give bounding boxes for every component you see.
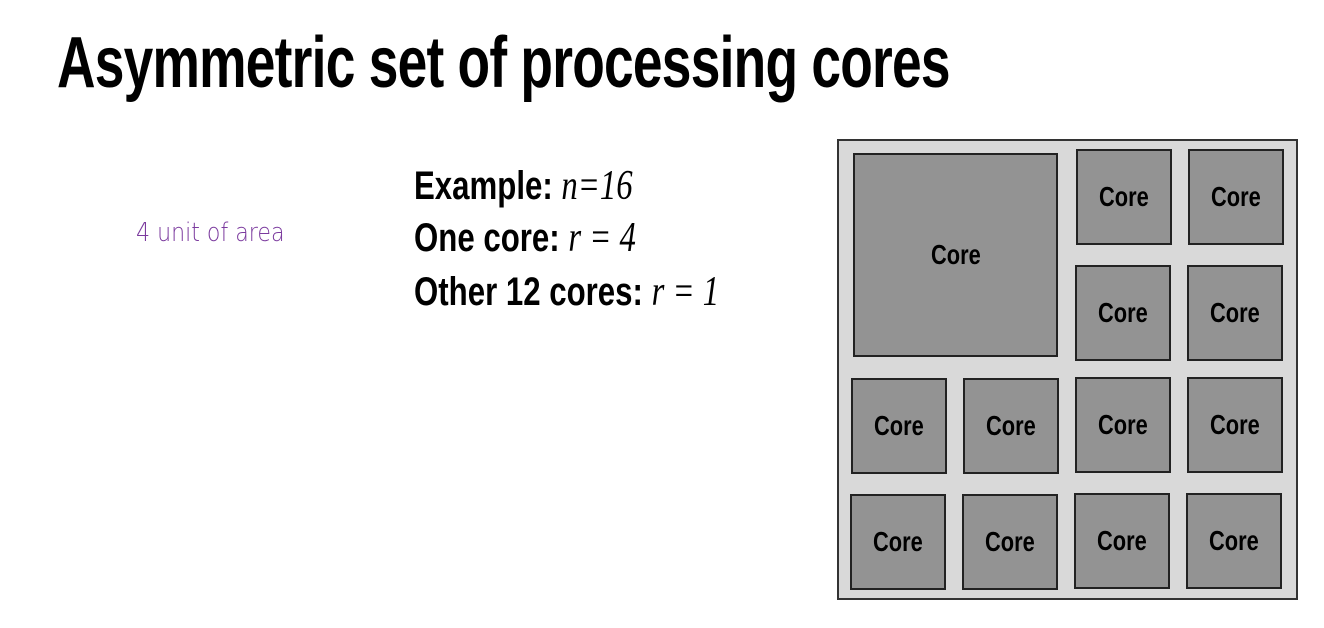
core-label: Core xyxy=(1209,525,1259,556)
core: Core xyxy=(963,378,1059,474)
core: Core xyxy=(1188,149,1284,245)
big-core: Core xyxy=(853,153,1058,357)
core: Core xyxy=(1075,265,1171,361)
core-label: Core xyxy=(1210,409,1260,440)
core: Core xyxy=(1187,377,1283,473)
core-label: Core xyxy=(873,526,923,557)
core-label: Core xyxy=(1211,181,1261,212)
one-core-math: r = 4 xyxy=(568,215,636,261)
core: Core xyxy=(1075,377,1171,473)
other-cores-line: Other 12 cores: r = 1 xyxy=(414,268,719,316)
core: Core xyxy=(1074,493,1170,589)
one-core-line: One core: r = 4 xyxy=(414,214,636,262)
example-label: Example: xyxy=(414,164,562,208)
core-label: Core xyxy=(1098,409,1148,440)
one-core-label: One core: xyxy=(414,216,569,260)
other-cores-math: r = 1 xyxy=(651,269,720,315)
core-label: Core xyxy=(1210,297,1260,328)
core: Core xyxy=(1186,493,1282,589)
core-label: Core xyxy=(1098,297,1148,328)
core: Core xyxy=(962,494,1058,590)
handwritten-annotation: 4 unit of area xyxy=(136,218,285,248)
core-label: Core xyxy=(1097,525,1147,556)
example-math: n=16 xyxy=(561,163,633,209)
core: Core xyxy=(851,378,947,474)
core: Core xyxy=(1076,149,1172,245)
core-label: Core xyxy=(874,410,924,441)
core: Core xyxy=(1187,265,1283,361)
chip-diagram: Core Core Core Core Core Core Core Core … xyxy=(837,139,1298,600)
example-line: Example: n=16 xyxy=(414,162,633,210)
core-label: Core xyxy=(986,410,1036,441)
core: Core xyxy=(850,494,946,590)
core-label: Core xyxy=(930,239,981,270)
core-label: Core xyxy=(1099,181,1149,212)
core-label: Core xyxy=(985,526,1035,557)
slide-title: Asymmetric set of processing cores xyxy=(57,23,951,103)
other-cores-label: Other 12 cores: xyxy=(414,270,652,314)
